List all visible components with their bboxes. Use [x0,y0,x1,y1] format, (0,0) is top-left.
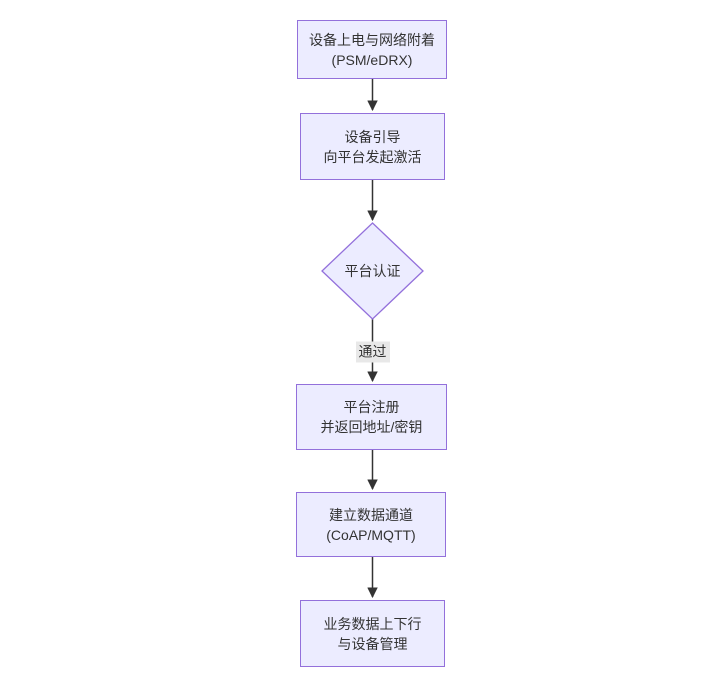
node-business: 业务数据上下行 与设备管理 [300,600,445,667]
node-data-channel-line1: 建立数据通道 [329,506,413,523]
node-bootstrap: 设备引导 向平台发起激活 [300,113,445,180]
node-bootstrap-line2: 向平台发起激活 [323,148,422,165]
node-register-line2: 并返回地址/密钥 [320,419,423,435]
node-register-line1: 平台注册 [343,399,400,415]
node-data-channel: 建立数据通道 (CoAP/MQTT) [296,492,446,557]
decision-diamond-shape [321,222,424,320]
node-bootstrap-line1: 设备引导 [344,128,401,145]
node-power-attach-line1: 设备上电与网络附着 [309,31,435,48]
node-power-attach-line2: (PSM/eDRX) [331,51,413,68]
node-data-channel-line2: (CoAP/MQTT) [326,526,416,543]
edge-label-pass: 通过 [355,341,390,363]
node-business-line2: 与设备管理 [337,635,408,652]
node-platform-auth-label: 平台认证 [344,263,401,279]
node-register: 平台注册 并返回地址/密钥 [296,384,447,450]
node-power-attach: 设备上电与网络附着 (PSM/eDRX) [297,20,447,79]
node-business-line1: 业务数据上下行 [323,615,422,632]
